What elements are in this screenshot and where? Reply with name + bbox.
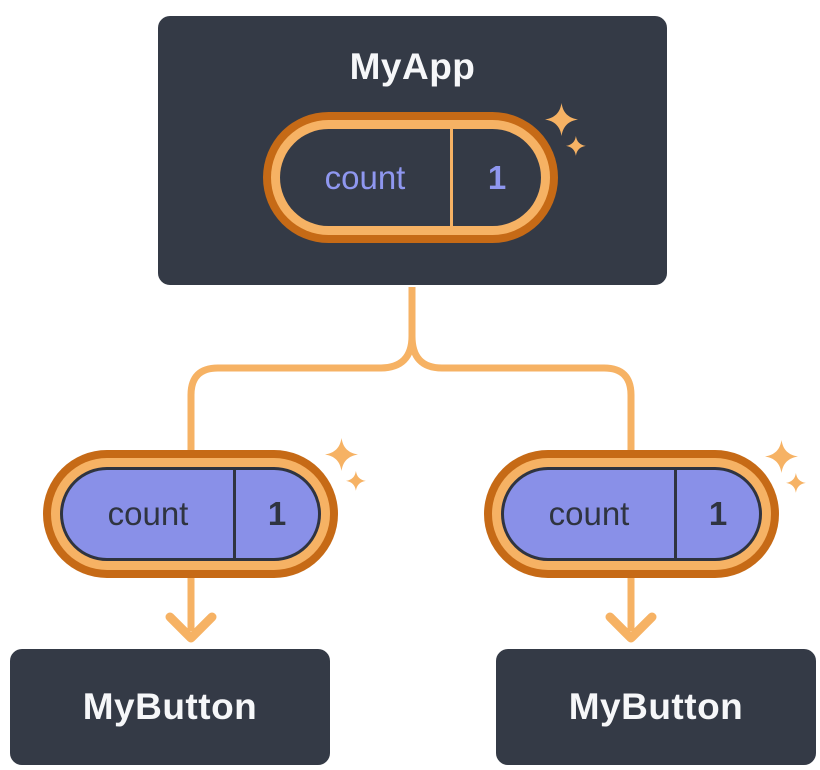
sparkle-icon: [545, 103, 586, 156]
node-title: MyApp: [349, 46, 476, 87]
prop-pill-body: count 1: [501, 467, 762, 561]
state-value: 1: [487, 158, 507, 196]
state-name: count: [324, 158, 406, 196]
prop-value: 1: [267, 495, 287, 532]
prop-value: 1: [708, 495, 728, 532]
prop-pill-ring: count 1: [492, 458, 771, 570]
prop-pill-left: count 1: [43, 450, 338, 578]
node-mybutton-right: MyButton: [494, 647, 818, 767]
state-pill-ring: count 1: [271, 120, 550, 235]
sparkle-icon: [765, 440, 806, 493]
prop-name: count: [548, 495, 630, 532]
node-myapp: MyApp count 1: [156, 14, 669, 287]
sparkle-icon: [325, 438, 366, 491]
state-pill: count 1: [263, 112, 558, 243]
arrow-down-icon: [605, 612, 657, 643]
pill-divider: [450, 129, 453, 226]
node-mybutton-left: MyButton: [8, 647, 332, 767]
prop-pill-body: count 1: [60, 467, 321, 561]
prop-name: count: [107, 495, 189, 532]
prop-pill-right: count 1: [484, 450, 779, 578]
branch-right-line: [408, 282, 635, 631]
node-title: MyButton: [82, 686, 258, 727]
pill-divider: [674, 470, 677, 558]
state-pill-body: count 1: [280, 129, 541, 226]
node-title: MyButton: [568, 686, 744, 727]
arrow-down-icon: [165, 612, 217, 643]
prop-pill-ring: count 1: [51, 458, 330, 570]
pill-divider: [233, 470, 236, 558]
